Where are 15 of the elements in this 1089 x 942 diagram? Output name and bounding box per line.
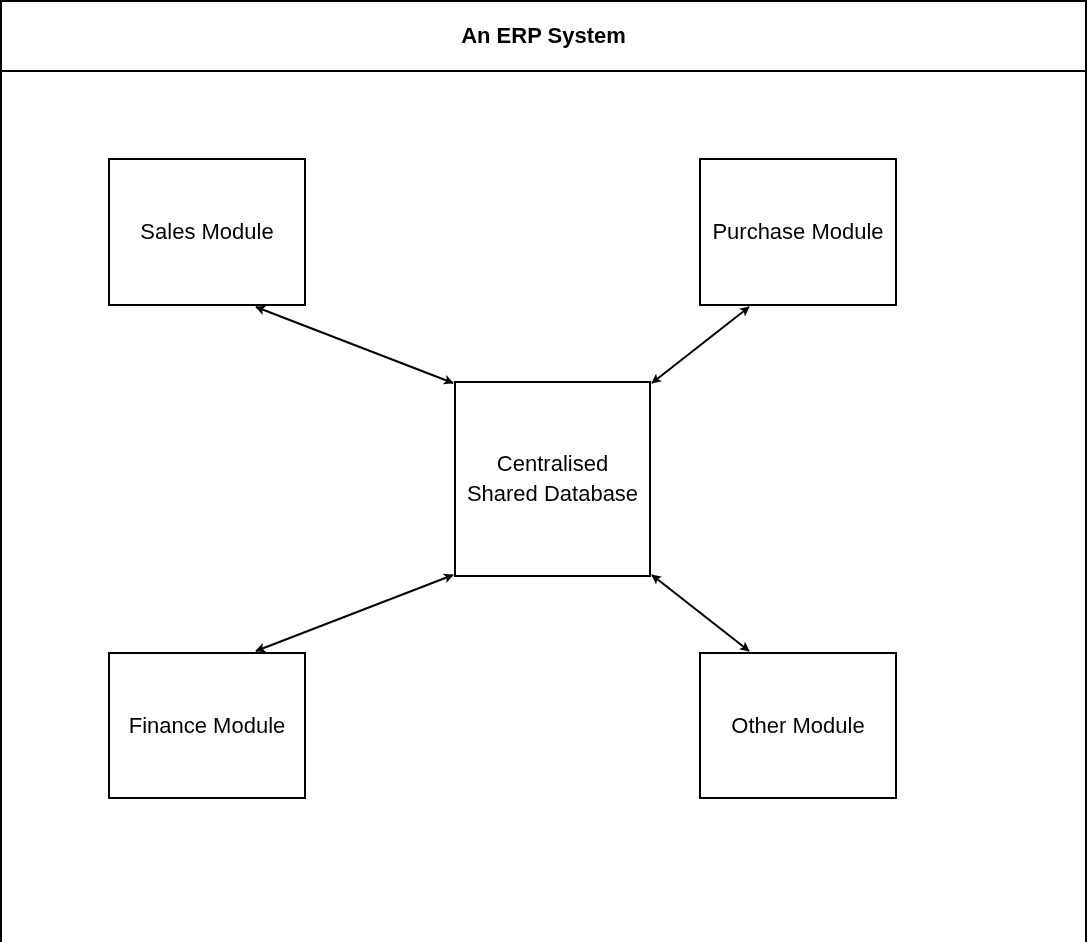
module-box (699, 158, 897, 306)
box-label: Purchase Module (712, 218, 884, 247)
module-box (108, 158, 306, 306)
box-label: Centralised Shared Database (465, 450, 640, 508)
module-box (699, 652, 897, 799)
box-label: Finance Module (128, 711, 286, 740)
box-label: Sales Module (140, 218, 274, 247)
double-arrow (651, 574, 750, 652)
box-label: Other Module (731, 711, 865, 740)
module-box (108, 652, 306, 799)
double-arrow (255, 573, 454, 653)
double-arrow (651, 306, 750, 384)
frame-title: An ERP System (461, 23, 626, 49)
module-box (454, 381, 651, 577)
double-arrow (255, 305, 454, 385)
